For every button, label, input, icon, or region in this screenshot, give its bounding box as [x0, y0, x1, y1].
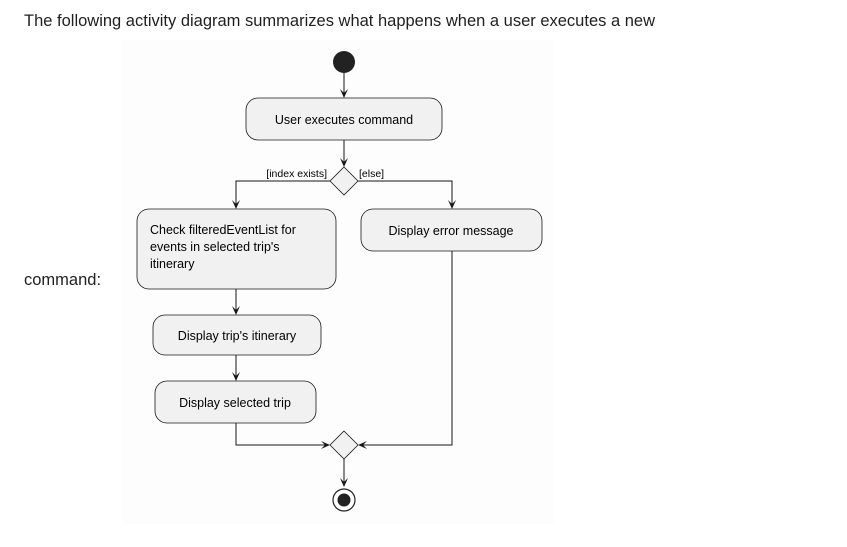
action-label: Display error message	[388, 224, 513, 238]
action-display-selected-trip: Display selected trip	[154, 380, 317, 424]
action-label: Display selected trip	[179, 396, 291, 410]
arrowhead	[232, 306, 240, 315]
edge-index-exists	[235, 180, 330, 205]
action-label: Display trip's itinerary	[178, 329, 297, 343]
merge-node	[329, 430, 359, 460]
end-node	[332, 488, 356, 512]
action-display-trips-itinerary: Display trip's itinerary	[152, 314, 322, 356]
arrowhead	[232, 200, 240, 209]
edge-selected-trip-to-merge	[235, 423, 326, 446]
start-node	[333, 51, 355, 73]
arrowhead	[340, 478, 348, 487]
action-label: User executes command	[275, 113, 413, 127]
guard-index-exists: [index exists]	[266, 168, 327, 180]
arrowhead	[448, 200, 456, 209]
action-user-executes-command: User executes command	[245, 97, 443, 141]
action-check-filtered-event-list: Check filteredEventList for events in se…	[136, 208, 337, 290]
arrowhead	[340, 158, 348, 167]
action-display-error-message: Display error message	[360, 208, 543, 252]
edge-error-to-merge	[362, 251, 453, 446]
command-label: command:	[24, 271, 102, 289]
edge-else	[358, 180, 453, 205]
guard-else: [else]	[359, 168, 384, 180]
arrowhead	[232, 372, 240, 381]
arrowhead	[358, 441, 367, 449]
action-label-line-1: Check filteredEventList for	[150, 223, 296, 237]
intro-text: The following activity diagram summarize…	[24, 12, 655, 30]
action-label-line-2: events in selected trip's	[150, 240, 280, 254]
action-label-line-3: itinerary	[150, 257, 195, 271]
arrowhead	[340, 89, 348, 98]
decision-node	[329, 166, 359, 196]
arrowhead	[321, 441, 330, 449]
activity-diagram: User executes command [index exists] [el…	[136, 51, 543, 512]
